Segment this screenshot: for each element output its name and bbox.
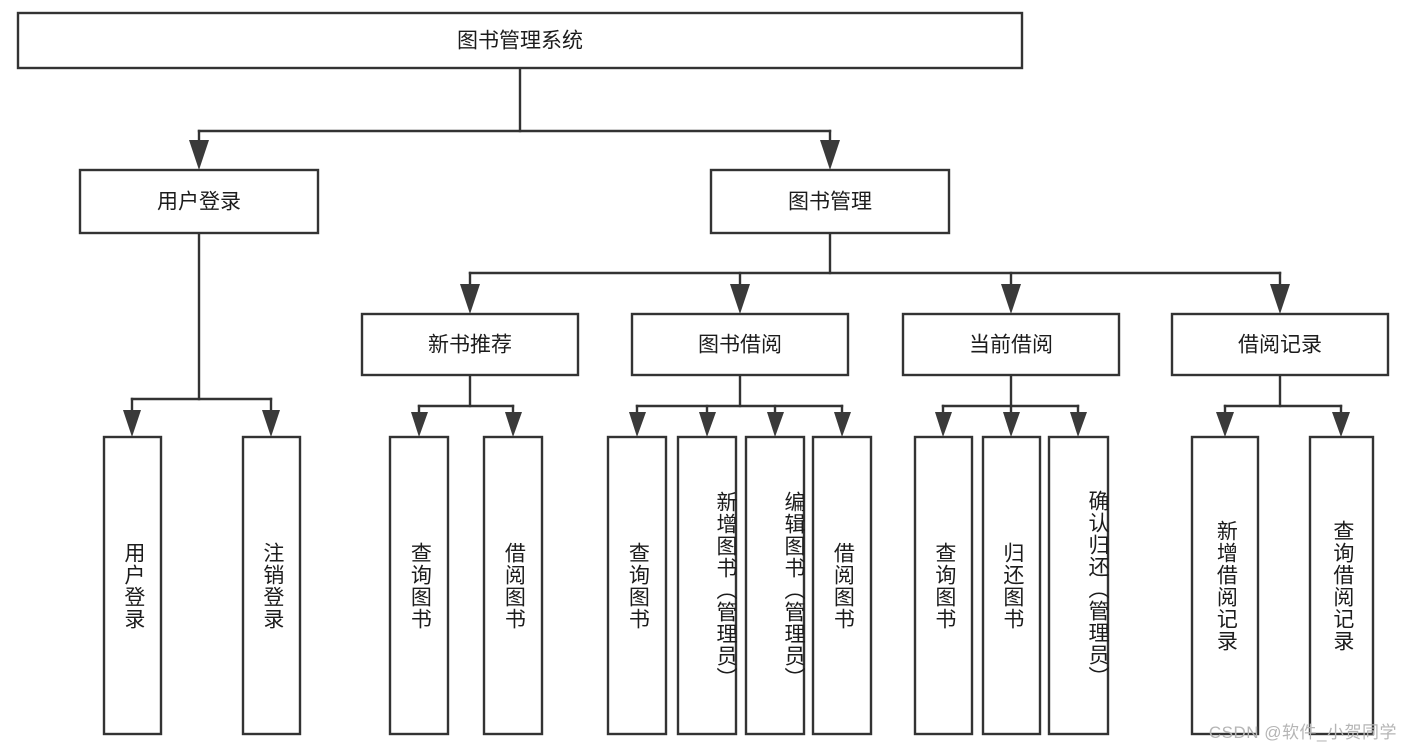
arrow-icon-to-leaf-cb-query: [935, 412, 952, 437]
label-book-borrow: 图书借阅: [698, 334, 782, 357]
arrow-icon-to-user-login: [189, 140, 209, 170]
label-user-login: 用户登录: [157, 191, 241, 214]
node-leaf-nb-query-book[interactable]: [388, 435, 450, 736]
arrowhead-layer: [123, 140, 1350, 437]
watermark-text: CSDN @软件_小贺同学: [1208, 723, 1397, 742]
node-box-layer: [16, 11, 1390, 736]
label-root: 图书管理系统: [457, 30, 583, 53]
label-new-book-recommend: 新书推荐: [428, 334, 512, 357]
node-current-borrow[interactable]: [901, 312, 1121, 377]
arrow-icon-to-leaf-nb-borrow: [505, 412, 522, 437]
node-root-book-management-system[interactable]: [16, 11, 1024, 70]
node-leaf-bb-borrow-book[interactable]: [811, 435, 873, 736]
arrow-icon-to-leaf-bb-edit: [767, 412, 784, 437]
node-leaf-br-add-record[interactable]: [1190, 435, 1260, 736]
label-book-management: 图书管理: [788, 191, 872, 214]
node-book-management[interactable]: [709, 168, 951, 235]
node-leaf-cb-confirm-return[interactable]: [1047, 435, 1110, 736]
arrow-icon-to-leaf-br-add: [1216, 412, 1234, 437]
horizontal-label-layer: 图书管理系统 用户登录 图书管理 新书推荐 图书借阅 当前借阅 借阅记录: [157, 30, 1322, 357]
arrow-icon-to-leaf-user-login: [123, 410, 141, 437]
node-leaf-user-login[interactable]: [102, 435, 163, 736]
node-leaf-logout[interactable]: [241, 435, 302, 736]
arrow-icon-to-book-borrow: [730, 284, 750, 314]
arrow-icon-to-book-mgmt: [820, 140, 840, 170]
arrow-icon-to-current-borrow: [1001, 284, 1021, 314]
node-user-login[interactable]: [78, 168, 320, 235]
node-leaf-cb-query-book[interactable]: [913, 435, 974, 736]
arrow-icon-to-leaf-bb-query: [629, 412, 646, 437]
label-current-borrow: 当前借阅: [969, 334, 1053, 357]
arrow-icon-to-leaf-cb-return: [1003, 412, 1020, 437]
node-borrow-record[interactable]: [1170, 312, 1390, 377]
arrow-icon-to-leaf-logout: [262, 410, 280, 437]
node-leaf-cb-return-book[interactable]: [981, 435, 1042, 736]
arrow-icon-to-leaf-br-query: [1332, 412, 1350, 437]
node-new-book-recommend[interactable]: [360, 312, 580, 377]
node-leaf-bb-edit-book[interactable]: [744, 435, 806, 736]
label-borrow-record: 借阅记录: [1238, 334, 1322, 357]
node-leaf-nb-borrow-book[interactable]: [482, 435, 544, 736]
arrow-icon-to-leaf-nb-query: [411, 412, 428, 437]
node-leaf-bb-add-book[interactable]: [676, 435, 738, 736]
arrow-icon-to-leaf-bb-borrow: [834, 412, 851, 437]
node-leaf-bb-query-book[interactable]: [606, 435, 668, 736]
arrow-icon-to-leaf-bb-add: [699, 412, 716, 437]
arrow-icon-to-leaf-cb-confirm: [1070, 412, 1087, 437]
node-book-borrow[interactable]: [630, 312, 850, 377]
arrow-icon-to-new-book: [460, 284, 480, 314]
arrow-icon-to-borrow-record: [1270, 284, 1290, 314]
node-leaf-br-query-record[interactable]: [1308, 435, 1375, 736]
